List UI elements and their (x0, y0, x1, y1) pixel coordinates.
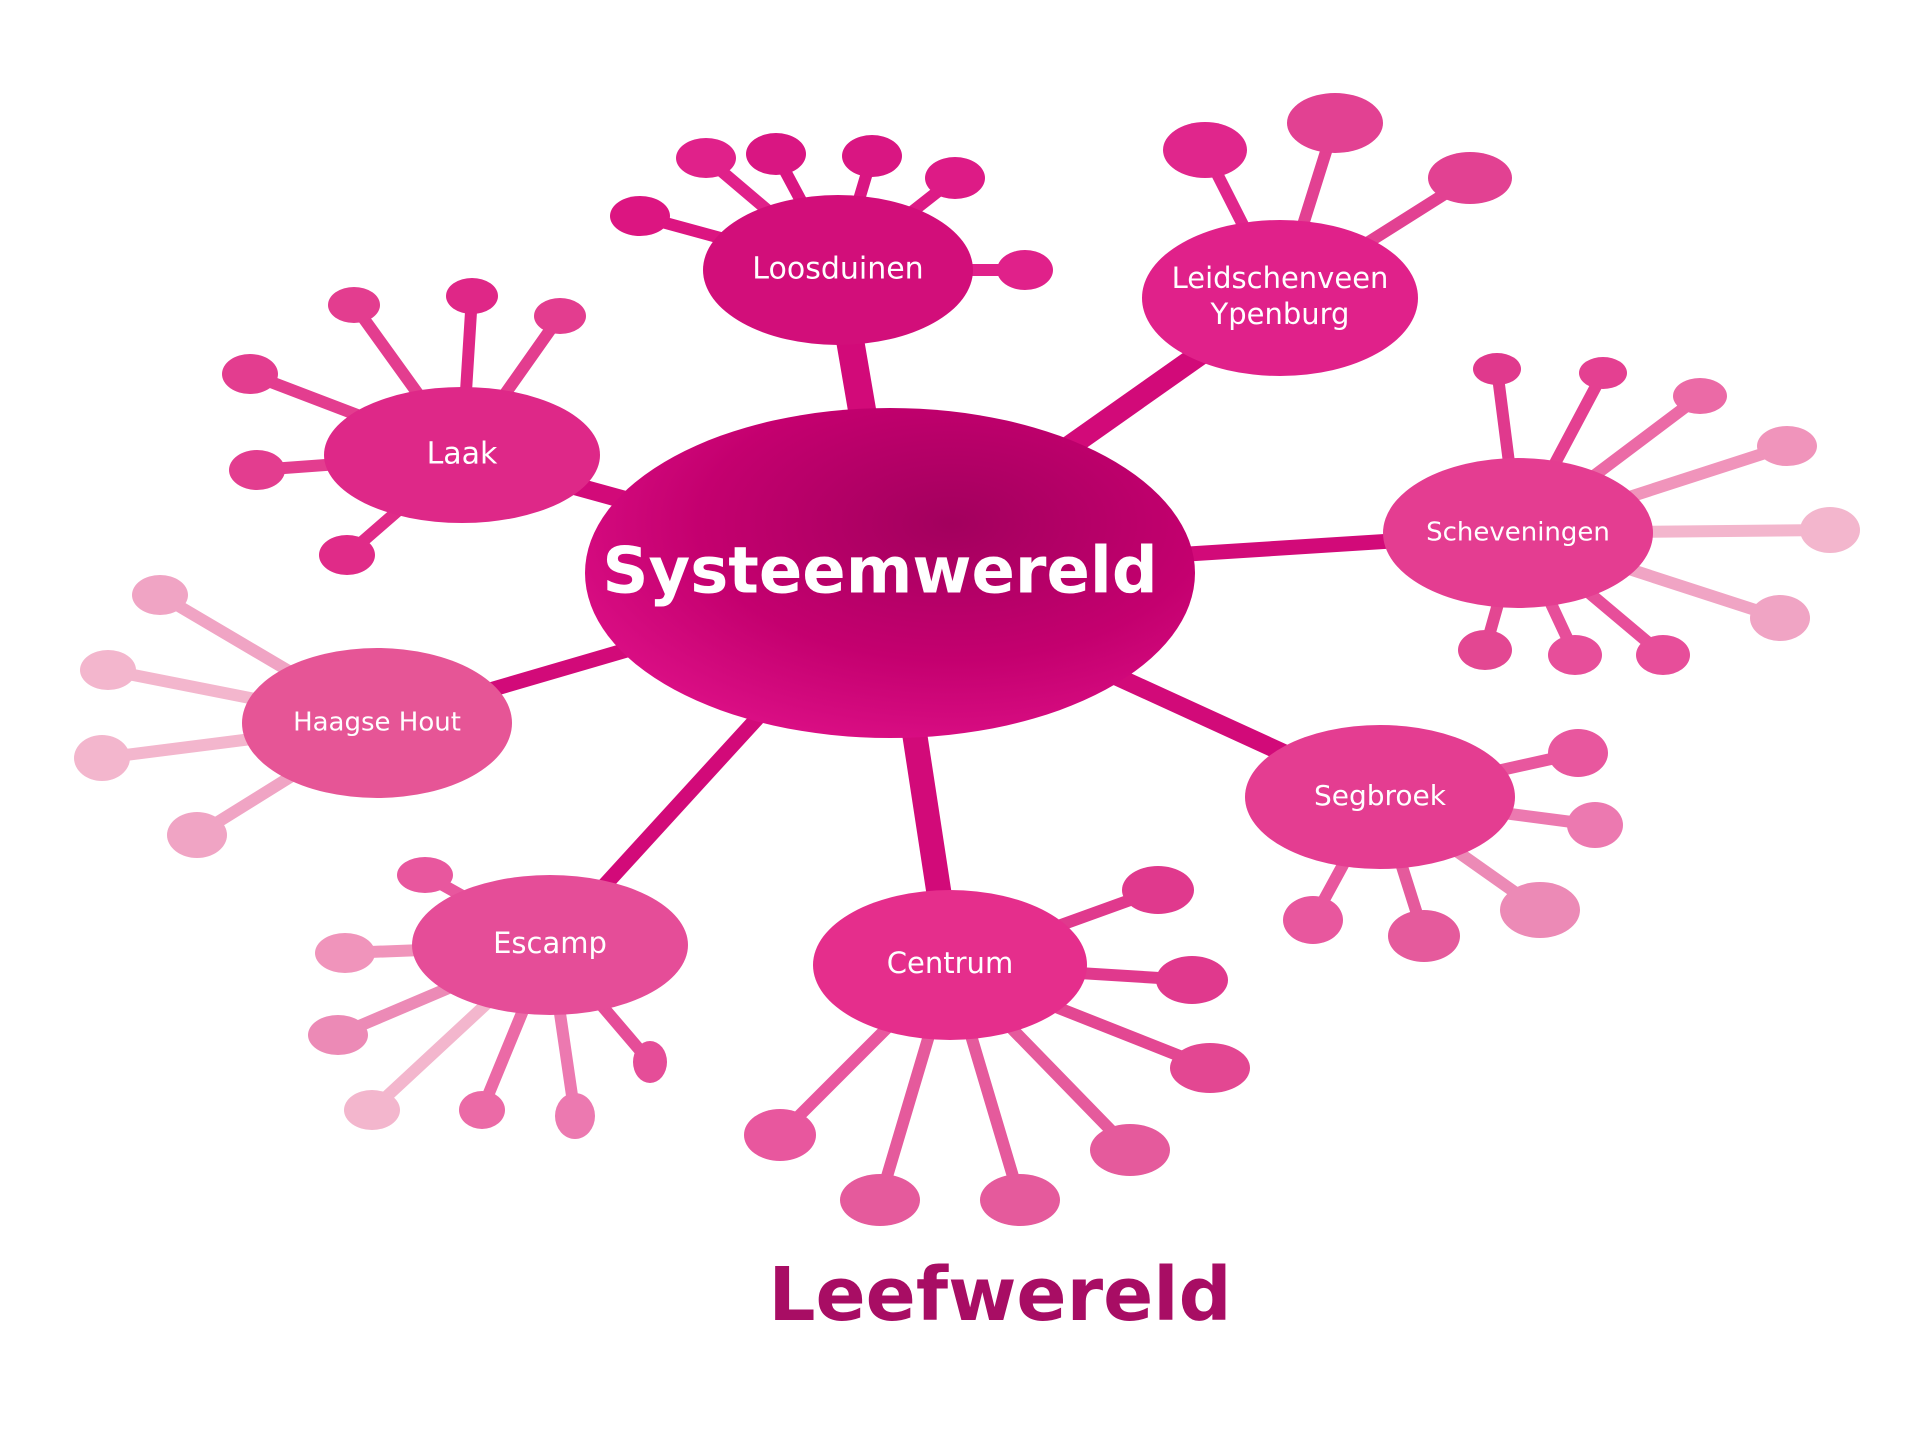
hub-loosduinen (703, 195, 973, 345)
hub-escamp (412, 875, 688, 1015)
hub-label-leidschenveen-ypenburg-1: Leidschenveen (1172, 261, 1389, 295)
hub-label-centrum: Centrum (887, 946, 1013, 980)
satellite-escamp-5 (459, 1091, 505, 1129)
satellite-loosduinen-4 (842, 135, 902, 177)
hub-haagse-hout (242, 648, 512, 798)
hub-label-laak: Laak (427, 437, 498, 472)
hub-label-leidschenveen-ypenburg-2: Ypenburg (1210, 297, 1350, 331)
satellite-segbroek-5 (1283, 896, 1343, 944)
satellite-scheveningen-7 (1636, 635, 1690, 675)
satellite-centrum-4 (1090, 1124, 1170, 1176)
satellite-centrum-2 (1156, 956, 1228, 1004)
district-labels: Loosduinen LeidschenveenYpenburgLaakSchev… (293, 252, 1610, 981)
satellite-scheveningen-6 (1750, 595, 1810, 641)
satellite-leidschenveen-ypenburg-3 (1428, 152, 1512, 204)
satellite-scheveningen-3 (1673, 378, 1727, 414)
hub-label-segbroek: Segbroek (1314, 779, 1447, 812)
satellite-centrum-6 (840, 1174, 920, 1226)
satellite-loosduinen-6 (997, 250, 1053, 290)
satellite-loosduinen-5 (925, 157, 985, 199)
hub-segbroek (1245, 725, 1515, 869)
hub-label-escamp: Escamp (493, 926, 607, 960)
satellite-escamp-7 (633, 1041, 667, 1083)
satellite-scheveningen-8 (1548, 635, 1602, 675)
hub-label-loosduinen: Loosduinen (752, 252, 923, 287)
hub-scheveningen (1383, 458, 1653, 608)
satellite-centrum-7 (744, 1109, 816, 1161)
satellite-haagse-hout-1 (132, 575, 188, 615)
satellite-segbroek-3 (1500, 882, 1580, 938)
center-node (585, 408, 1195, 738)
satellite-laak-1 (222, 354, 278, 394)
satellite-escamp-3 (308, 1015, 368, 1055)
satellite-centrum-1 (1122, 866, 1194, 914)
satellite-escamp-4 (344, 1090, 400, 1130)
satellite-laak-3 (319, 535, 375, 575)
satellite-segbroek-1 (1548, 729, 1608, 777)
satellite-laak-4 (328, 287, 380, 323)
satellite-leidschenveen-ypenburg-1 (1163, 122, 1247, 178)
hub-leidschenveen-ypenburg (1142, 220, 1418, 376)
hub-label-haagse-hout: Haagse Hout (293, 708, 461, 738)
satellite-scheveningen-5 (1800, 507, 1860, 553)
footer-label: Leefwereld (768, 1252, 1231, 1338)
satellite-segbroek-4 (1388, 910, 1460, 962)
hub-laak (324, 387, 600, 523)
center-label: Systeemwereld (602, 535, 1157, 609)
satellite-escamp-2 (315, 933, 375, 973)
satellite-loosduinen-1 (610, 196, 670, 236)
satellite-escamp-6 (555, 1093, 595, 1139)
satellite-centrum-3 (1170, 1043, 1250, 1093)
satellite-scheveningen-9 (1458, 630, 1512, 670)
satellite-loosduinen-3 (746, 133, 806, 175)
satellite-leidschenveen-ypenburg-2 (1287, 93, 1383, 153)
hub-label-scheveningen: Scheveningen (1426, 518, 1610, 548)
hubs-layer (242, 195, 1653, 1040)
satellite-laak-5 (446, 278, 498, 314)
satellite-segbroek-2 (1567, 802, 1623, 848)
satellite-scheveningen-1 (1473, 353, 1521, 385)
satellite-laak-2 (229, 450, 285, 490)
satellite-loosduinen-2 (676, 138, 736, 178)
satellite-scheveningen-4 (1757, 426, 1817, 466)
satellite-scheveningen-2 (1579, 357, 1627, 389)
satellite-haagse-hout-4 (167, 812, 227, 858)
satellite-haagse-hout-3 (74, 735, 130, 781)
satellite-laak-6 (534, 298, 586, 334)
satellite-centrum-5 (980, 1174, 1060, 1226)
satellite-escamp-1 (397, 857, 453, 893)
satellite-haagse-hout-2 (80, 650, 136, 690)
hub-centrum (813, 890, 1087, 1040)
